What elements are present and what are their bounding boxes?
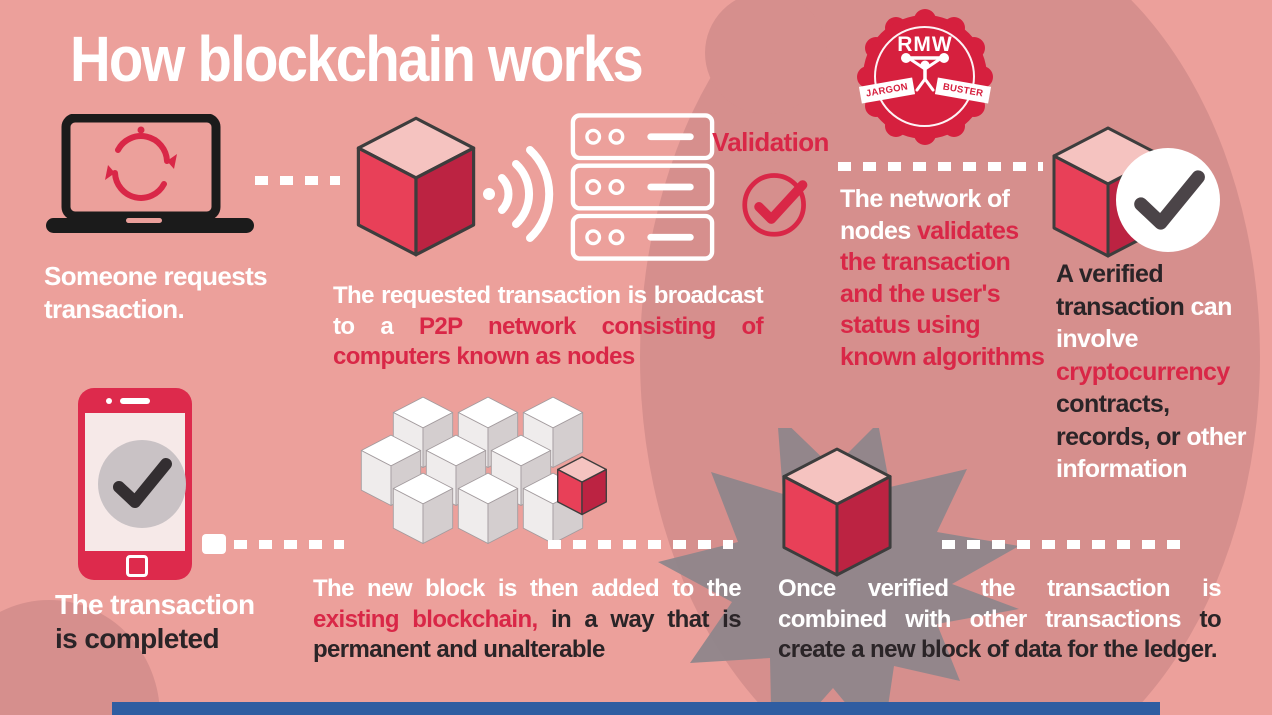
server-stack-icon [570, 113, 715, 261]
network-text-white: The network of nodes [840, 185, 1010, 245]
broadcast-text-white: The requested transaction is broadcast t… [333, 282, 764, 340]
completed-check-icon [113, 458, 172, 508]
verified-text-dark-2: contracts, records, or [1056, 390, 1187, 451]
new-block-text-dark: in a way that is permanent and unalterab… [313, 605, 742, 664]
verified-text-white-1: can involve [1056, 292, 1232, 354]
connector-square [202, 534, 226, 554]
weightlifter-icon [901, 53, 949, 92]
dotted-connector-3 [234, 540, 344, 549]
badge-brand-text: RMW [897, 33, 953, 56]
dotted-connector-2 [838, 162, 1043, 171]
verified-text: A verified transaction can involve crypt… [1056, 258, 1266, 486]
broadcast-waves-icon [483, 146, 554, 242]
combined-text-white: Once verified the transaction is combine… [778, 575, 1222, 633]
page-title: How blockchain works [70, 23, 644, 95]
completed-check-circle [98, 440, 186, 528]
new-block-icon [557, 456, 607, 515]
phone-home-button-icon [126, 555, 148, 577]
broadcast-text-red: P2P network consisting of computers know… [333, 312, 764, 371]
phone-camera-icon [106, 398, 112, 404]
network-text-red: validates the transaction and the user's… [840, 216, 1045, 371]
new-block-text-red: existing blockchain, [313, 605, 551, 633]
dotted-connector-4 [548, 540, 733, 549]
smartphone-icon [78, 388, 192, 580]
verified-check-icon [1134, 170, 1205, 230]
phone-speaker-icon [120, 398, 150, 404]
verified-check-circle [1116, 148, 1220, 252]
request-text: Someone requests transaction. [44, 261, 268, 325]
ledger-block-icon [783, 449, 891, 575]
validation-check-icon [742, 173, 808, 237]
dotted-connector-1 [255, 176, 340, 185]
footer-bar [112, 702, 1160, 715]
jargon-buster-badge: RMW JARGON BUSTER [858, 10, 992, 144]
completed-text-dark: is completed [55, 622, 220, 654]
background-blob-topright [705, 0, 827, 114]
broadcast-text: The requested transaction is broadcast t… [333, 281, 764, 373]
new-block-text-white: The new block is then added to the [313, 575, 742, 602]
completed-text-white: The transaction [55, 589, 255, 620]
validation-label: Validation [712, 127, 829, 157]
phone-screen [85, 413, 186, 551]
laptop-icon [46, 114, 254, 233]
camera-dot-icon [137, 126, 145, 134]
new-block-text: The new block is then added to the exist… [313, 574, 742, 666]
badge-inner-ring [874, 26, 975, 127]
network-text: The network of nodes validates the trans… [840, 184, 1055, 373]
verified-text-red: cryptocurrency [1056, 357, 1230, 386]
verified-text-white-2: other information [1056, 422, 1246, 484]
verified-text-dark-1: A verified transaction [1056, 260, 1191, 321]
refresh-arrows-icon [112, 133, 170, 201]
dotted-connector-5 [942, 540, 1192, 549]
combined-text: Once verified the transaction is combine… [778, 574, 1222, 666]
combined-text-dark: to create a new block of data for the le… [778, 605, 1222, 664]
transaction-block-icon [358, 118, 474, 255]
